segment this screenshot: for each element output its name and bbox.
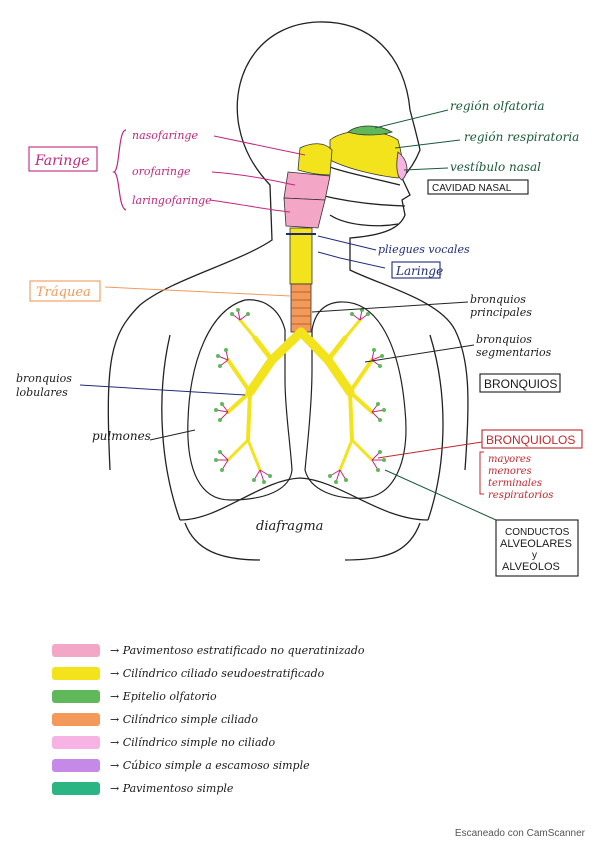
legend-row: → Cilíndrico ciliado seudoestratificado: [52, 665, 324, 681]
olfactory-region: [347, 125, 393, 136]
label-bronquios-lobulares-2: lobulares: [16, 386, 68, 399]
legend-swatch: [52, 712, 100, 726]
label-conductos-3: y: [532, 550, 537, 561]
legend-swatch: [52, 689, 100, 703]
label-terminales: terminales: [488, 478, 542, 489]
label-conductos-2: ALVEOLARES: [500, 538, 572, 550]
legend-text: → Epitelio olfatorio: [110, 689, 217, 703]
legend-row: → Cilíndrico simple ciliado: [52, 711, 258, 727]
nasal-vestibule-region: [396, 151, 408, 181]
label-diafragma: diafragma: [256, 519, 323, 534]
label-nasofaringe: nasofaringe: [132, 129, 198, 142]
legend-swatch: [52, 781, 100, 795]
leader-lines: [79, 109, 497, 521]
label-region-respiratoria: región respiratoria: [464, 130, 579, 144]
legend-text: → Cilíndrico simple ciliado: [110, 712, 258, 726]
label-menores: menores: [488, 466, 532, 477]
label-bronquios-segmentarios-2: segmentarios: [476, 346, 552, 359]
legend-swatch: [52, 735, 100, 749]
label-boxes: [28, 146, 583, 577]
label-bronquios-lobulares-1: bronquios: [16, 372, 72, 385]
lungs: [187, 299, 407, 501]
label-respiratorios: respiratorios: [488, 490, 553, 501]
label-bronquios-segmentarios-1: bronquios: [476, 333, 532, 346]
pharynx-bracket: [112, 129, 127, 211]
text-labels: región olfatoria región respiratoria ves…: [16, 99, 579, 573]
legend-text: → Cúbico simple a escamoso simple: [110, 758, 310, 772]
alveolar-clusters: [214, 308, 386, 484]
label-conductos-1: CONDUCTOS: [505, 527, 570, 538]
body-outline: [107, 21, 469, 561]
legend-row: → Epitelio olfatorio: [52, 688, 217, 704]
label-bronquios-box: BRONQUIOS: [484, 377, 557, 391]
label-mayores: mayores: [488, 454, 531, 465]
label-traquea: Tráquea: [36, 285, 91, 300]
laryngopharynx-region: [283, 197, 326, 229]
label-laringofaringe: laringofaringe: [132, 194, 212, 207]
larynx-region: [289, 227, 313, 285]
legend-swatch: [52, 758, 100, 772]
trachea-rings: [291, 291, 311, 325]
legend-row: → Cilíndrico simple no ciliado: [52, 734, 275, 750]
label-vestibulo-nasal: vestíbulo nasal: [450, 160, 541, 174]
label-conductos-4: ALVEOLOS: [502, 561, 560, 573]
legend-swatch: [52, 643, 100, 657]
legend-swatch: [52, 666, 100, 680]
oropharynx-region: [283, 171, 331, 201]
label-bronquiolos: BRONQUIOLOS: [486, 433, 575, 447]
label-laringe: Laringe: [395, 264, 443, 278]
label-region-olfatoria: región olfatoria: [450, 99, 545, 113]
legend-text: → Pavimentoso simple: [110, 781, 234, 795]
bronchial-tree: [226, 318, 374, 472]
legend-row: → Cúbico simple a escamoso simple: [52, 757, 310, 773]
nasopharynx-region: [297, 143, 333, 176]
label-pliegues-vocales: pliegues vocales: [378, 243, 470, 256]
label-cavidad-nasal: CAVIDAD NASAL: [432, 183, 512, 194]
label-pulmones: pulmones: [92, 429, 151, 443]
bronchioles-bracket: [479, 451, 484, 495]
label-bronquios-principales-1: bronquios: [470, 293, 526, 306]
legend-text: → Cilíndrico ciliado seudoestratificado: [110, 666, 325, 680]
legend-text: → Pavimentoso estratificado no queratini…: [110, 643, 365, 657]
watermark-text: Escaneado con CamScanner: [454, 828, 585, 839]
legend-row: → Pavimentoso simple: [52, 780, 233, 796]
legend-text: → Cilíndrico simple no ciliado: [110, 735, 276, 749]
legend-row: → Pavimentoso estratificado no queratini…: [52, 642, 365, 658]
label-bronquios-principales-2: principales: [470, 306, 532, 319]
label-orofaringe: orofaringe: [132, 165, 191, 178]
label-faringe: Faringe: [34, 153, 90, 169]
